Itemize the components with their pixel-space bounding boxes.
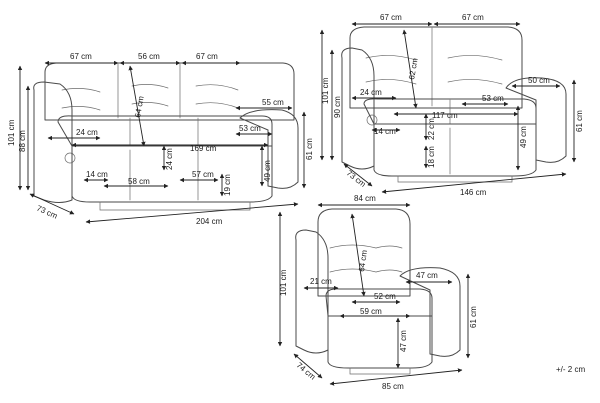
sofa3-feet	[99, 201, 251, 211]
sofa3-back-height-label: 88 cm	[18, 130, 27, 152]
sofa2-right-arm	[505, 77, 567, 163]
sofa2-seat-height-label: 49 cm	[519, 126, 528, 148]
armchair-back-width-label: 84 cm	[354, 194, 376, 203]
armchair-front-base	[327, 315, 433, 369]
sofa2-seat-cushions	[363, 98, 537, 125]
sofa2-back-width-left-label: 67 cm	[380, 13, 402, 22]
sofa2-arm-base-label: 14 cm	[374, 127, 396, 136]
sofa3-seat-cushions	[57, 115, 273, 147]
sofa2-seat-depth-label: 53 cm	[482, 94, 504, 103]
armchair-left-arm	[295, 229, 329, 354]
armchair-backrest-height-label: 64 cm	[357, 249, 369, 272]
sofa3-back-width-right-label: 67 cm	[196, 52, 218, 61]
sofa3-inner-width-label: 58 cm	[128, 177, 150, 186]
two-seater-sofa: 67 cm 67 cm 62 cm 24 cm 50 cm 53 cm 117 …	[319, 13, 584, 197]
sofa2-seat-width-label: 117 cm	[432, 111, 458, 120]
sofa3-back-tufts	[61, 84, 239, 93]
sofa3-arm-base-label: 14 cm	[86, 170, 108, 179]
sofa3-total-width-label: 204 cm	[196, 217, 223, 226]
sofa2-back-width-right-label: 67 cm	[462, 13, 484, 22]
sofa3-seat-cushion-label: 24 cm	[165, 148, 174, 170]
sofa3-backrest-height-label: 64 cm	[133, 95, 146, 118]
sofa3-recline-handle-icon	[64, 152, 76, 164]
sofa2-recline-handle-icon	[366, 114, 378, 126]
sofa3-back-seams	[117, 63, 181, 119]
sofa2-seat-cushion-label: 22 cm	[427, 118, 436, 140]
sofa3-total-height-label: 101 cm	[7, 119, 16, 146]
sofa3-footrest-height-label: 19 cm	[223, 174, 232, 196]
sofa2-backrest	[349, 26, 523, 109]
armchair-seat-height-label: 47 cm	[399, 330, 408, 352]
sofa2-total-width-label: 146 cm	[460, 188, 487, 197]
armchair-total-width-label: 85 cm	[382, 382, 404, 391]
sofa2-total-height-label: 101 cm	[321, 77, 330, 104]
sofa3-right-arm	[239, 109, 299, 189]
armchair-back-tufts	[329, 244, 403, 273]
armchair-arm-right-label: 47 cm	[416, 271, 438, 280]
sofa2-armrest-width-label: 50 cm	[528, 76, 550, 85]
sofa3-seat-height-label: 49 cm	[263, 160, 272, 182]
armchair-right-arm	[399, 267, 461, 357]
sofa3-side-height-label: 61 cm	[305, 138, 314, 160]
sofa2-back-height-label: 90 cm	[333, 96, 342, 118]
armchair-seat-width-label: 59 cm	[360, 307, 382, 316]
sofa3-seat-width-label: 169 cm	[190, 144, 217, 153]
armchair-seat-cushion	[325, 288, 433, 317]
armchair-seat-depth-label: 52 cm	[374, 292, 396, 301]
sofa2-backrest-height-label: 62 cm	[407, 57, 420, 80]
sofa3-depth-label: 73 cm	[35, 204, 59, 221]
three-seater-sofa: 67 cm 56 cm 67 cm 64 cm 55 cm 53 cm 24 c…	[7, 52, 314, 226]
sofa3-back-tufts-2	[61, 102, 239, 111]
sofa2-side-height-label: 61 cm	[575, 110, 584, 132]
sofa3-back-width-left-label: 67 cm	[70, 52, 92, 61]
sofa2-front-base	[373, 123, 537, 177]
armchair-side-height-label: 61 cm	[469, 306, 478, 328]
sofa3-footrest-seams	[129, 149, 199, 201]
sofa2-back-tufts	[365, 55, 503, 85]
sofa3-footrest-width-label: 57 cm	[192, 170, 214, 179]
sofa3-armrest-top-label: 24 cm	[76, 128, 98, 137]
armchair-arm-left-label: 21 cm	[310, 277, 332, 286]
sofa2-depth-label: 73 cm	[345, 168, 368, 189]
armchair-feet	[349, 367, 411, 375]
armchair: 84 cm 64 cm 21 cm 47 cm 52 cm 59 cm 47 c…	[277, 194, 478, 391]
sofa3-seat-depth-arm-label: 53 cm	[239, 124, 261, 133]
sofa2-footrest-height-label: 18 cm	[427, 146, 436, 168]
tolerance-note: +/- 2 cm	[556, 365, 585, 374]
armchair-backrest	[317, 208, 411, 297]
sofa2-arm-top-label: 24 cm	[360, 88, 382, 97]
sofa3-left-arm	[33, 81, 73, 203]
sofa3-back-width-middle-label: 56 cm	[138, 52, 160, 61]
sofa3-backrest	[44, 62, 295, 121]
armchair-total-height-label: 101 cm	[279, 269, 288, 296]
sofa3-armrest-width-label: 55 cm	[262, 98, 284, 107]
